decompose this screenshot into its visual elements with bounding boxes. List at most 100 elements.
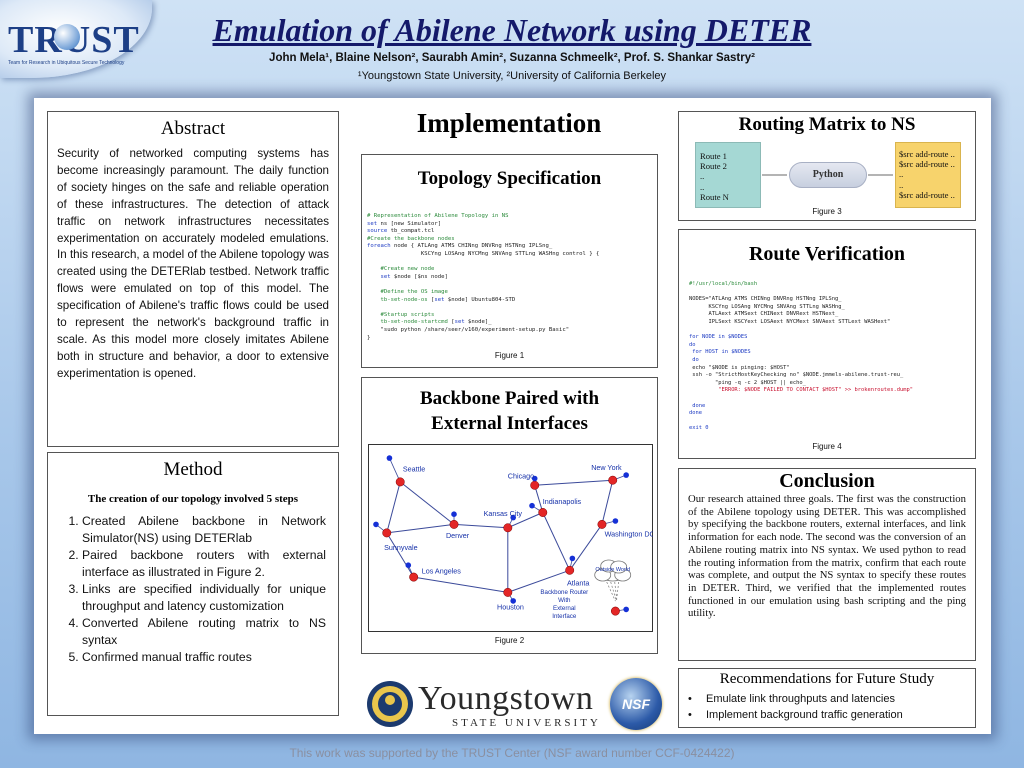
uc-berkeley-seal-icon xyxy=(367,681,413,727)
nsf-logo: NSF xyxy=(610,678,662,730)
figure-1-caption: Figure 1 xyxy=(494,351,525,360)
ns-line: .. xyxy=(899,169,904,180)
topology-code: # Representation of Abilene Topology in … xyxy=(367,213,599,342)
list-item: Created Abilene backbone in Network Simu… xyxy=(82,513,326,547)
code-text: $node]_ xyxy=(464,319,492,326)
figure-3-caption: Figure 3 xyxy=(812,207,842,216)
backbone-title-line-1: Backbone Paired with xyxy=(419,388,600,409)
backbone-link xyxy=(542,512,571,571)
backbone-link xyxy=(413,576,508,593)
conclusion-title: Conclusion xyxy=(779,470,875,492)
code-text: NODES="ATLAng ATMS CHINng DNVRng HSTNng … xyxy=(689,296,842,303)
code-command: tb-set-node-os xyxy=(367,296,428,303)
code-keyword: source xyxy=(367,228,388,235)
abstract-title: Abstract xyxy=(160,118,226,139)
route-verification-code: #!/usr/local/bin/bash NODES="ATLAng ATMS… xyxy=(689,281,913,433)
external-interface-node xyxy=(451,511,457,517)
figure-2-caption: Figure 2 xyxy=(494,636,525,645)
recommendations-title: Recommendations for Future Study xyxy=(719,671,935,687)
external-interface-node xyxy=(529,502,535,509)
conclusion-text: Our research attained three goals. The f… xyxy=(688,493,966,620)
external-interface-node xyxy=(373,521,379,528)
code-keyword: exit 0 xyxy=(689,425,709,432)
ns-line: $src add-route .. xyxy=(899,189,955,200)
code-keyword: set xyxy=(367,273,391,280)
external-interface-node xyxy=(405,562,412,568)
funding-footer: This work was supported by the TRUST Cen… xyxy=(289,746,735,760)
city-label: Indianapolis xyxy=(543,497,582,506)
external-interface-node xyxy=(623,606,629,613)
code-keyword: set xyxy=(454,319,465,326)
poster-authors: John Mela¹, Blaine Nelson², Saurabh Amin… xyxy=(269,52,755,64)
topology-panel: Topology Specification # Representation … xyxy=(361,154,658,368)
outside-world-link xyxy=(616,581,620,602)
list-item: Converted Abilene routing matrix to NS s… xyxy=(82,615,326,649)
code-text: ssh -o "StrictHostKeyChecking no" $NODE.… xyxy=(689,372,904,379)
code-text: KSCYng LOSAng NYCMng SNVAng STTLng WASHn… xyxy=(689,303,845,310)
ns-line: .. xyxy=(899,179,904,190)
globe-icon xyxy=(54,24,80,50)
city-label: Kansas City xyxy=(484,509,523,518)
route-line: Route 1 xyxy=(700,151,727,161)
list-item: Emulate link throughputs and latencies xyxy=(688,692,966,708)
nsf-logo-text: NSF xyxy=(622,696,650,712)
code-text: [ xyxy=(447,319,455,326)
code-text: } xyxy=(367,334,371,341)
route-line: .. xyxy=(700,171,705,182)
backbone-link xyxy=(386,523,455,534)
external-interface-node xyxy=(386,455,393,461)
python-box: Python xyxy=(789,162,867,188)
abstract-panel: Abstract Security of networked computing… xyxy=(47,111,339,447)
poster-affiliations: ¹Youngstown State University, ²Universit… xyxy=(357,70,667,82)
logos-area: Youngstown STATE UNIVERSITY NSF xyxy=(364,676,666,734)
router-node xyxy=(503,523,513,533)
list-item: Links are specified individually for uni… xyxy=(82,581,326,615)
conclusion-panel: Conclusion Our research attained three g… xyxy=(678,468,976,661)
router-legend-label: Backbone Router xyxy=(540,589,588,596)
router-node xyxy=(503,587,513,597)
method-steps: Created Abilene backbone in Network Simu… xyxy=(48,513,338,666)
trust-logo: TRUST Team for Research in Ubiquitous Se… xyxy=(0,0,152,78)
router-legend-label: External xyxy=(553,605,576,612)
implementation-title: Implementation xyxy=(416,108,602,138)
code-text: $node [$ns node] xyxy=(390,273,448,280)
ysu-logo-subtitle: STATE UNIVERSITY xyxy=(452,717,601,729)
code-comment: #Create new node xyxy=(367,266,435,273)
code-text: node { ATLAng ATMS CHINng DNVRng HSTNng … xyxy=(390,243,553,250)
poster-title: Emulation of Abilene Network using DETER xyxy=(212,12,812,48)
route-verification-title: Route Verification xyxy=(748,243,906,265)
router-node xyxy=(449,519,459,529)
router-legend-label: With xyxy=(558,597,571,604)
router-node xyxy=(395,477,405,487)
code-keyword: for NODE in $NODES xyxy=(689,334,748,341)
backbone-panel: Backbone Paired with External Interfaces… xyxy=(361,377,658,654)
router-node xyxy=(538,508,548,517)
recommendations-panel: Recommendations for Future Study Emulate… xyxy=(678,668,976,728)
code-comment: #!/usr/local/bin/bash xyxy=(689,281,758,287)
cloud-label: Outside World xyxy=(595,567,630,573)
list-item: Implement background traffic generation xyxy=(688,708,966,724)
router-node xyxy=(565,565,575,575)
code-text: "ping -q -c 2 $HOST || echo_ xyxy=(689,379,806,386)
list-item: Paired backbone routers with external in… xyxy=(82,547,326,581)
backbone-link xyxy=(507,569,570,593)
city-label: Houston xyxy=(497,602,524,611)
code-text: tb_compat.tcl xyxy=(387,228,435,235)
code-text: ns [new Simulator] xyxy=(377,220,442,227)
method-panel: Method The creation of our topology invo… xyxy=(47,452,339,716)
code-keyword: do xyxy=(689,341,696,348)
city-label: Chicago xyxy=(508,472,534,481)
router-node xyxy=(409,572,419,582)
code-command: tb-set-node-startcmd xyxy=(367,319,448,326)
code-keyword: done xyxy=(689,410,702,417)
method-subtitle: The creation of our topology involved 5 … xyxy=(87,493,299,505)
code-keyword: done xyxy=(689,402,706,409)
external-interface-node xyxy=(623,472,629,478)
backbone-link xyxy=(386,532,415,578)
router-node xyxy=(597,519,607,529)
city-label: New York xyxy=(591,463,622,472)
external-interface-node xyxy=(510,514,516,521)
external-interface-node xyxy=(531,475,538,482)
routing-matrix-title: Routing Matrix to NS xyxy=(738,114,916,135)
